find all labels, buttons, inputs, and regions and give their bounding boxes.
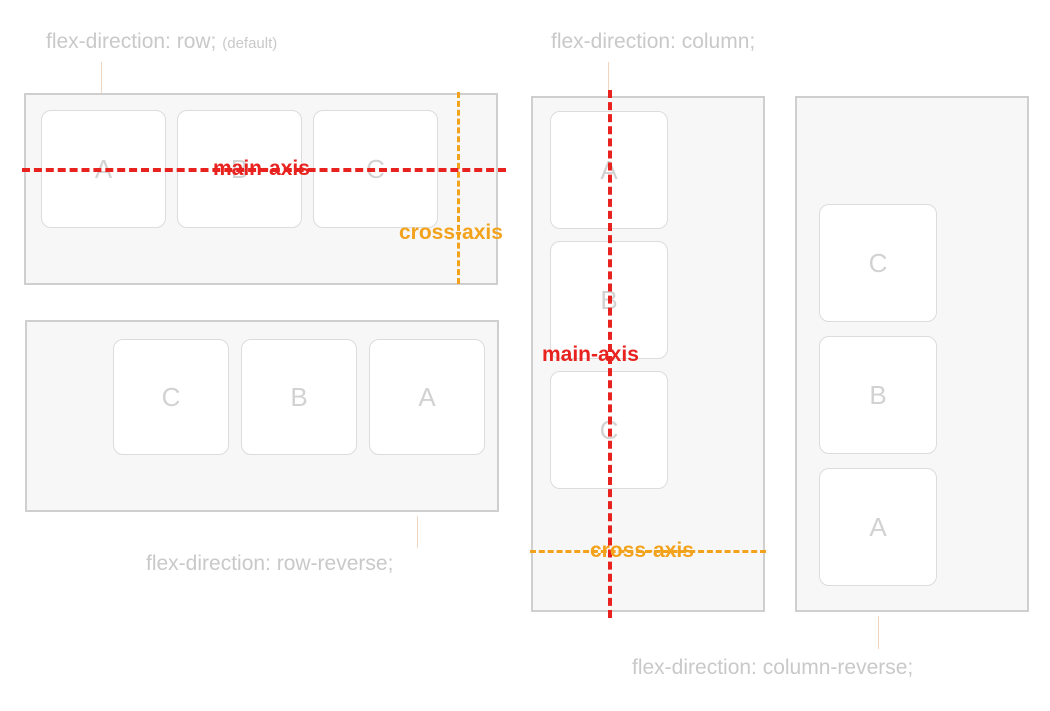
flex-container-row-reverse: A B C <box>25 320 499 512</box>
leader-line-row-reverse <box>417 516 418 548</box>
caption-flex-direction-row: flex-direction: row; (default) <box>46 31 277 52</box>
cross-axis-label-column: cross-axis <box>590 539 694 562</box>
flex-container-column-reverse: A B C <box>795 96 1029 612</box>
caption-flex-direction-row-reverse: flex-direction: row-reverse; <box>146 553 393 574</box>
leader-line-column <box>608 62 609 96</box>
flex-item-a: A <box>819 468 937 586</box>
main-axis-label-row: main-axis <box>213 157 310 180</box>
flex-item-c: C <box>819 204 937 322</box>
caption-row-reverse-text: flex-direction: row-reverse; <box>146 552 394 575</box>
flex-item-b: B <box>241 339 357 455</box>
main-axis-line-column <box>608 90 612 618</box>
caption-row-text: flex-direction: row; <box>46 30 217 53</box>
main-axis-line-row <box>22 168 506 172</box>
leader-line-column-reverse <box>878 616 879 649</box>
main-axis-label-column: main-axis <box>542 343 639 366</box>
caption-column-reverse-text: flex-direction: column-reverse; <box>632 656 914 679</box>
caption-column-text: flex-direction: column; <box>551 30 756 53</box>
flex-container-row: A B C <box>24 93 498 285</box>
cross-axis-label-row: cross-axis <box>399 221 503 244</box>
flex-item-c: C <box>113 339 229 455</box>
leader-line-row <box>101 62 102 93</box>
caption-row-default-note: (default) <box>222 35 278 52</box>
caption-flex-direction-column-reverse: flex-direction: column-reverse; <box>632 657 913 678</box>
flex-item-b: B <box>819 336 937 454</box>
cross-axis-line-column <box>530 550 766 553</box>
flex-item-a: A <box>369 339 485 455</box>
cross-axis-line-row <box>457 92 460 284</box>
caption-flex-direction-column: flex-direction: column; <box>551 31 755 52</box>
